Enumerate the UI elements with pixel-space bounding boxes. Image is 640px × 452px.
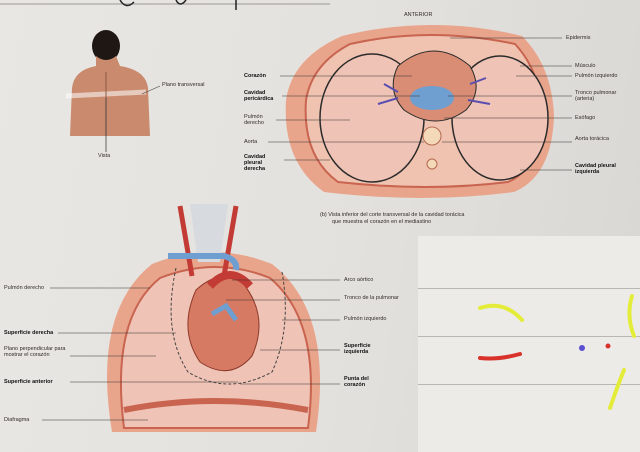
label-superficie-anterior: Superficie anterior <box>4 379 53 385</box>
label-aorta: Aorta <box>244 139 257 145</box>
label-tronco-pulmonar: Tronco pulmonar (arteria) <box>575 90 635 102</box>
notebook-sheet <box>418 236 640 452</box>
label-vista: Vista <box>98 153 110 159</box>
label-superficie-derecha: Superficie derecha <box>4 330 53 336</box>
label-tronco-de-la-pulmonar: Tronco de la pulmonar <box>344 295 404 301</box>
caption-line-2: que muestra el corazón en el mediastino <box>332 219 431 225</box>
marker-strokes <box>418 236 640 452</box>
caption-line-1: (b) Vista inferior del corte transversal… <box>320 212 465 218</box>
label-pulmon-izquierdo-2: Pulmón izquierdo <box>344 316 394 322</box>
label-musculo: Músculo <box>575 63 595 69</box>
label-pulmon-izquierdo: Pulmón izquierdo <box>575 73 618 79</box>
label-punta-del-corazon: Punta del corazón <box>344 376 390 388</box>
label-superficie-izquierda: Superficie izquierda <box>344 343 394 355</box>
label-cavidad-pleural-izquierda: Cavidad pleural izquierda <box>575 163 631 175</box>
label-aorta-toracica: Aorta torácica <box>575 136 631 142</box>
label-cavidad-pericardica: Cavidad pericárdica <box>244 90 284 102</box>
person-back-illustration <box>66 30 160 152</box>
heading-anterior: ANTERIOR <box>404 12 432 18</box>
label-plano-perpendicular: Plano perpendicular para mostrar el cora… <box>4 346 68 358</box>
label-epidermis: Epidermis <box>566 35 590 41</box>
label-diafragma: Diafragma <box>4 417 29 423</box>
label-corazon: Corazón <box>244 73 266 79</box>
transverse-section-illustration <box>268 25 572 198</box>
label-pulmon-derecho-2: Pulmón derecho <box>4 285 44 291</box>
label-pulmon-derecho: Pulmón derecho <box>244 114 278 126</box>
label-arco-aortico: Arco aórtico <box>344 277 373 283</box>
label-plano-transversal: Plano transversal <box>162 82 205 88</box>
label-cavidad-pleural-derecha: Cavidad pleural derecha <box>244 154 284 172</box>
frontal-thorax-illustration <box>42 204 340 432</box>
label-esofago: Esófago <box>575 115 595 121</box>
